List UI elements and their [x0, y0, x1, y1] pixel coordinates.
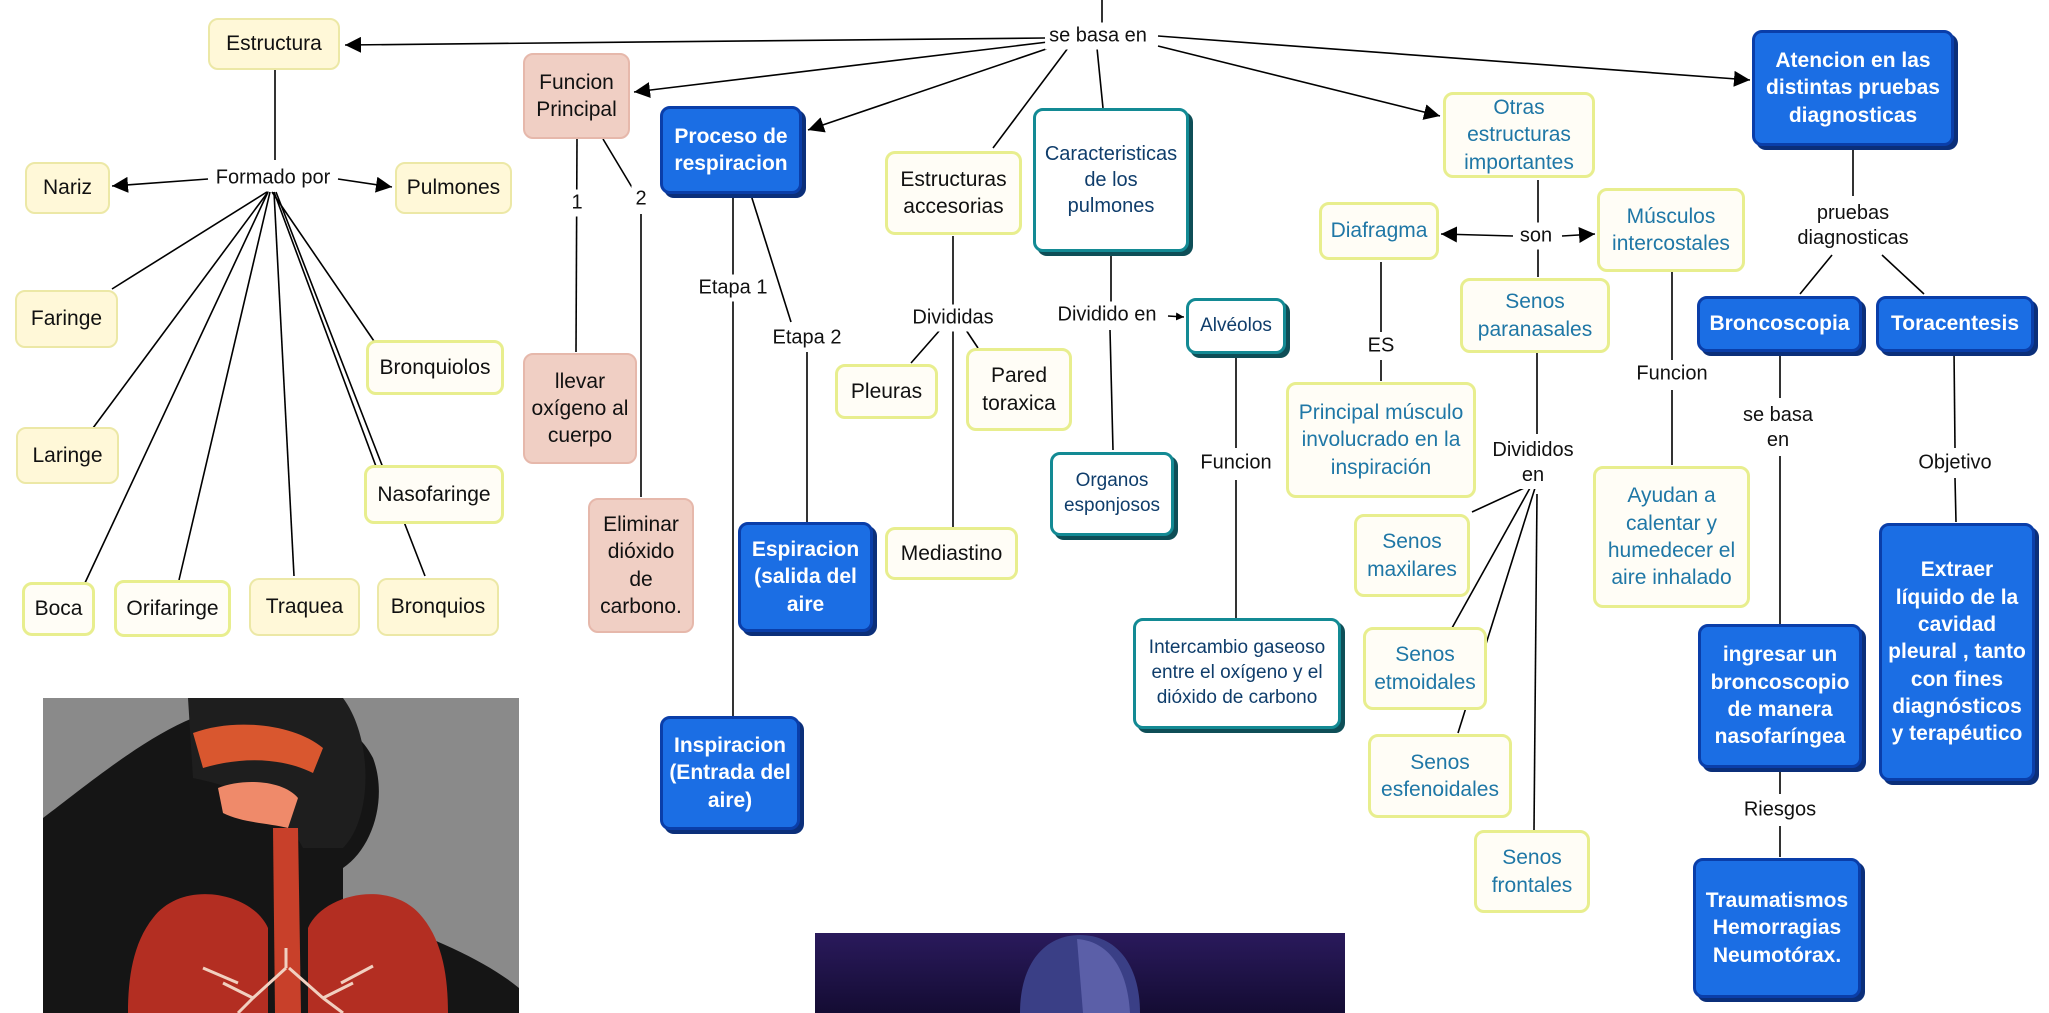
link-divididas: Divididas: [908, 304, 998, 332]
concept-eliminar-dioxido[interactable]: Eliminar dióxido de carbono.: [588, 498, 694, 633]
concept-pulmones[interactable]: Pulmones: [395, 162, 512, 214]
concept-estructuras-accesorias[interactable]: Estructuras accesorias: [885, 151, 1022, 235]
link-funcion-alveolos: Funcion: [1196, 449, 1276, 477]
concept-nasofaringe[interactable]: Nasofaringe: [364, 465, 504, 524]
concept-toracentesis[interactable]: Toracentesis: [1876, 296, 2034, 352]
concept-bronquios[interactable]: Bronquios: [377, 578, 499, 636]
concept-orifaringe[interactable]: Orifaringe: [114, 580, 231, 637]
concept-senos-frontales[interactable]: Senos frontales: [1474, 830, 1590, 913]
concept-llevar-oxigeno[interactable]: llevar oxígeno al cuerpo: [523, 353, 637, 464]
concept-musculos-intercostales[interactable]: Músculos intercostales: [1597, 188, 1745, 272]
concept-nariz[interactable]: Nariz: [25, 162, 110, 214]
concept-diafragma[interactable]: Diafragma: [1319, 202, 1439, 260]
concept-alveolos[interactable]: Alvéolos: [1186, 298, 1286, 354]
respiratory-system-image: [43, 698, 519, 1013]
head-profile-image: [815, 933, 1345, 1013]
concept-extraer-liquido[interactable]: Extraer líquido de la cavidad pleural , …: [1879, 523, 2035, 781]
concept-ingresar-broncoscopio[interactable]: ingresar un broncoscopio de manera nasof…: [1698, 624, 1862, 768]
concept-bronquiolos[interactable]: Bronquiolos: [366, 340, 504, 395]
link-dividido-en: Dividido en: [1053, 301, 1161, 329]
concept-senos-paranasales[interactable]: Senos paranasales: [1460, 278, 1610, 353]
concept-senos-etmoidales[interactable]: Senos etmoidales: [1363, 627, 1487, 710]
concept-intercambio-gaseoso[interactable]: Intercambio gaseoso entre el oxígeno y e…: [1133, 618, 1341, 729]
concept-senos-esfenoidales[interactable]: Senos esfenoidales: [1368, 734, 1512, 818]
concept-traquea[interactable]: Traquea: [249, 578, 360, 636]
concept-caracteristicas-pulmones[interactable]: Caracteristicas de los pulmones: [1033, 108, 1189, 252]
concept-estructura[interactable]: Estructura: [208, 18, 340, 70]
link-es: ES: [1363, 332, 1399, 360]
concept-inspiracion[interactable]: Inspiracion (Entrada del aire): [660, 716, 800, 830]
link-number-1: 1: [567, 189, 587, 217]
link-formado-por: Formado por: [211, 164, 335, 192]
concept-funcion-principal[interactable]: Funcion Principal: [523, 53, 630, 139]
link-son: son: [1515, 222, 1557, 250]
concept-faringe[interactable]: Faringe: [15, 290, 118, 348]
concept-senos-maxilares[interactable]: Senos maxilares: [1354, 514, 1470, 597]
link-se-basa-en-2: se basa en: [1729, 402, 1827, 454]
link-objetivo: Objetivo: [1914, 449, 1996, 477]
link-number-2: 2: [631, 185, 651, 213]
concept-traumatismos[interactable]: Traumatismos Hemorragias Neumotórax.: [1693, 858, 1861, 998]
concept-ayudan-calentar[interactable]: Ayudan a calentar y humedecer el aire in…: [1593, 466, 1750, 608]
concept-principal-musculo[interactable]: Principal músculo involucrado en la insp…: [1286, 382, 1476, 498]
concept-proceso-respiracion[interactable]: Proceso de respiracion: [660, 106, 802, 194]
concept-pared-toraxica[interactable]: Pared toraxica: [966, 348, 1072, 431]
concept-otras-estructuras[interactable]: Otras estructuras importantes: [1443, 92, 1595, 178]
concept-broncoscopia[interactable]: Broncoscopia: [1697, 296, 1862, 352]
concept-atencion-pruebas[interactable]: Atencion en las distintas pruebas diagno…: [1752, 30, 1954, 146]
link-riesgos: Riesgos: [1739, 796, 1821, 824]
link-pruebas-diagnosticas: pruebas diagnosticas: [1784, 200, 1922, 252]
concept-boca[interactable]: Boca: [22, 582, 95, 636]
concept-pleuras[interactable]: Pleuras: [835, 364, 938, 419]
concept-espiracion[interactable]: Espiracion (salida del aire: [738, 522, 873, 632]
link-se-basa-en: se basa en: [1045, 22, 1151, 50]
link-funcion-musculos: Funcion: [1632, 360, 1712, 388]
concept-mediastino[interactable]: Mediastino: [885, 527, 1018, 580]
concept-laringe[interactable]: Laringe: [16, 427, 119, 484]
link-divididos-en: Divididos en: [1482, 437, 1584, 489]
link-etapa-1: Etapa 1: [694, 274, 772, 302]
link-etapa-2: Etapa 2: [768, 324, 846, 352]
concept-organos-esponjosos[interactable]: Organos esponjosos: [1050, 452, 1174, 536]
